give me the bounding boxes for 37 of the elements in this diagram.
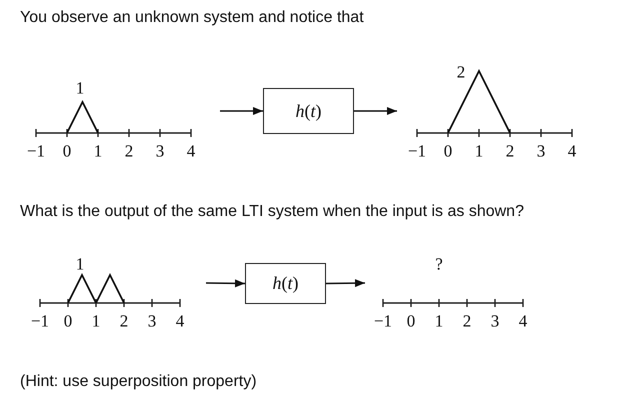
- tick-label: 1: [92, 312, 100, 332]
- tick-label: 3: [148, 312, 156, 332]
- arrow: [326, 279, 365, 288]
- tick-label: 3: [490, 312, 500, 332]
- tick-label: −1: [30, 312, 50, 332]
- tick-label: −1: [26, 142, 46, 162]
- peak-value-label: 1: [76, 80, 84, 98]
- tick-label: 0: [62, 142, 72, 162]
- tick-label: 0: [64, 312, 72, 332]
- tick-label: 4: [176, 312, 184, 332]
- tick-label: 2: [120, 312, 128, 332]
- tick-label: 0: [406, 312, 416, 332]
- system-box: h(t): [245, 263, 326, 304]
- question-text: What is the output of the same LTI system when the input is as shown?: [20, 202, 524, 222]
- tick-label: 1: [434, 312, 444, 332]
- tick-label: 3: [536, 142, 546, 162]
- peak-value-label: 1: [76, 256, 84, 274]
- arrow: [220, 107, 263, 115]
- arrow: [206, 279, 245, 288]
- system-box: h(t): [263, 88, 354, 134]
- hint-text: (Hint: use superposition property): [20, 372, 257, 392]
- peak-value-label: 2: [456, 64, 466, 82]
- tick-label: 2: [124, 142, 134, 162]
- tick-label: 1: [94, 142, 102, 162]
- tick-label: 0: [444, 142, 452, 162]
- tick-label: 2: [462, 312, 472, 332]
- arrow: [354, 107, 397, 115]
- tick-label: 4: [518, 312, 528, 332]
- unknown-value-label: ?: [435, 256, 443, 274]
- intro-text: You observe an unknown system and notice that: [20, 8, 364, 28]
- tick-label: 1: [474, 142, 484, 162]
- tick-label: −1: [374, 312, 392, 332]
- tick-label: −1: [408, 142, 426, 162]
- tick-label: 4: [186, 142, 196, 162]
- tick-label: 3: [156, 142, 164, 162]
- tick-label: 2: [506, 142, 514, 162]
- tick-label: 4: [568, 142, 576, 162]
